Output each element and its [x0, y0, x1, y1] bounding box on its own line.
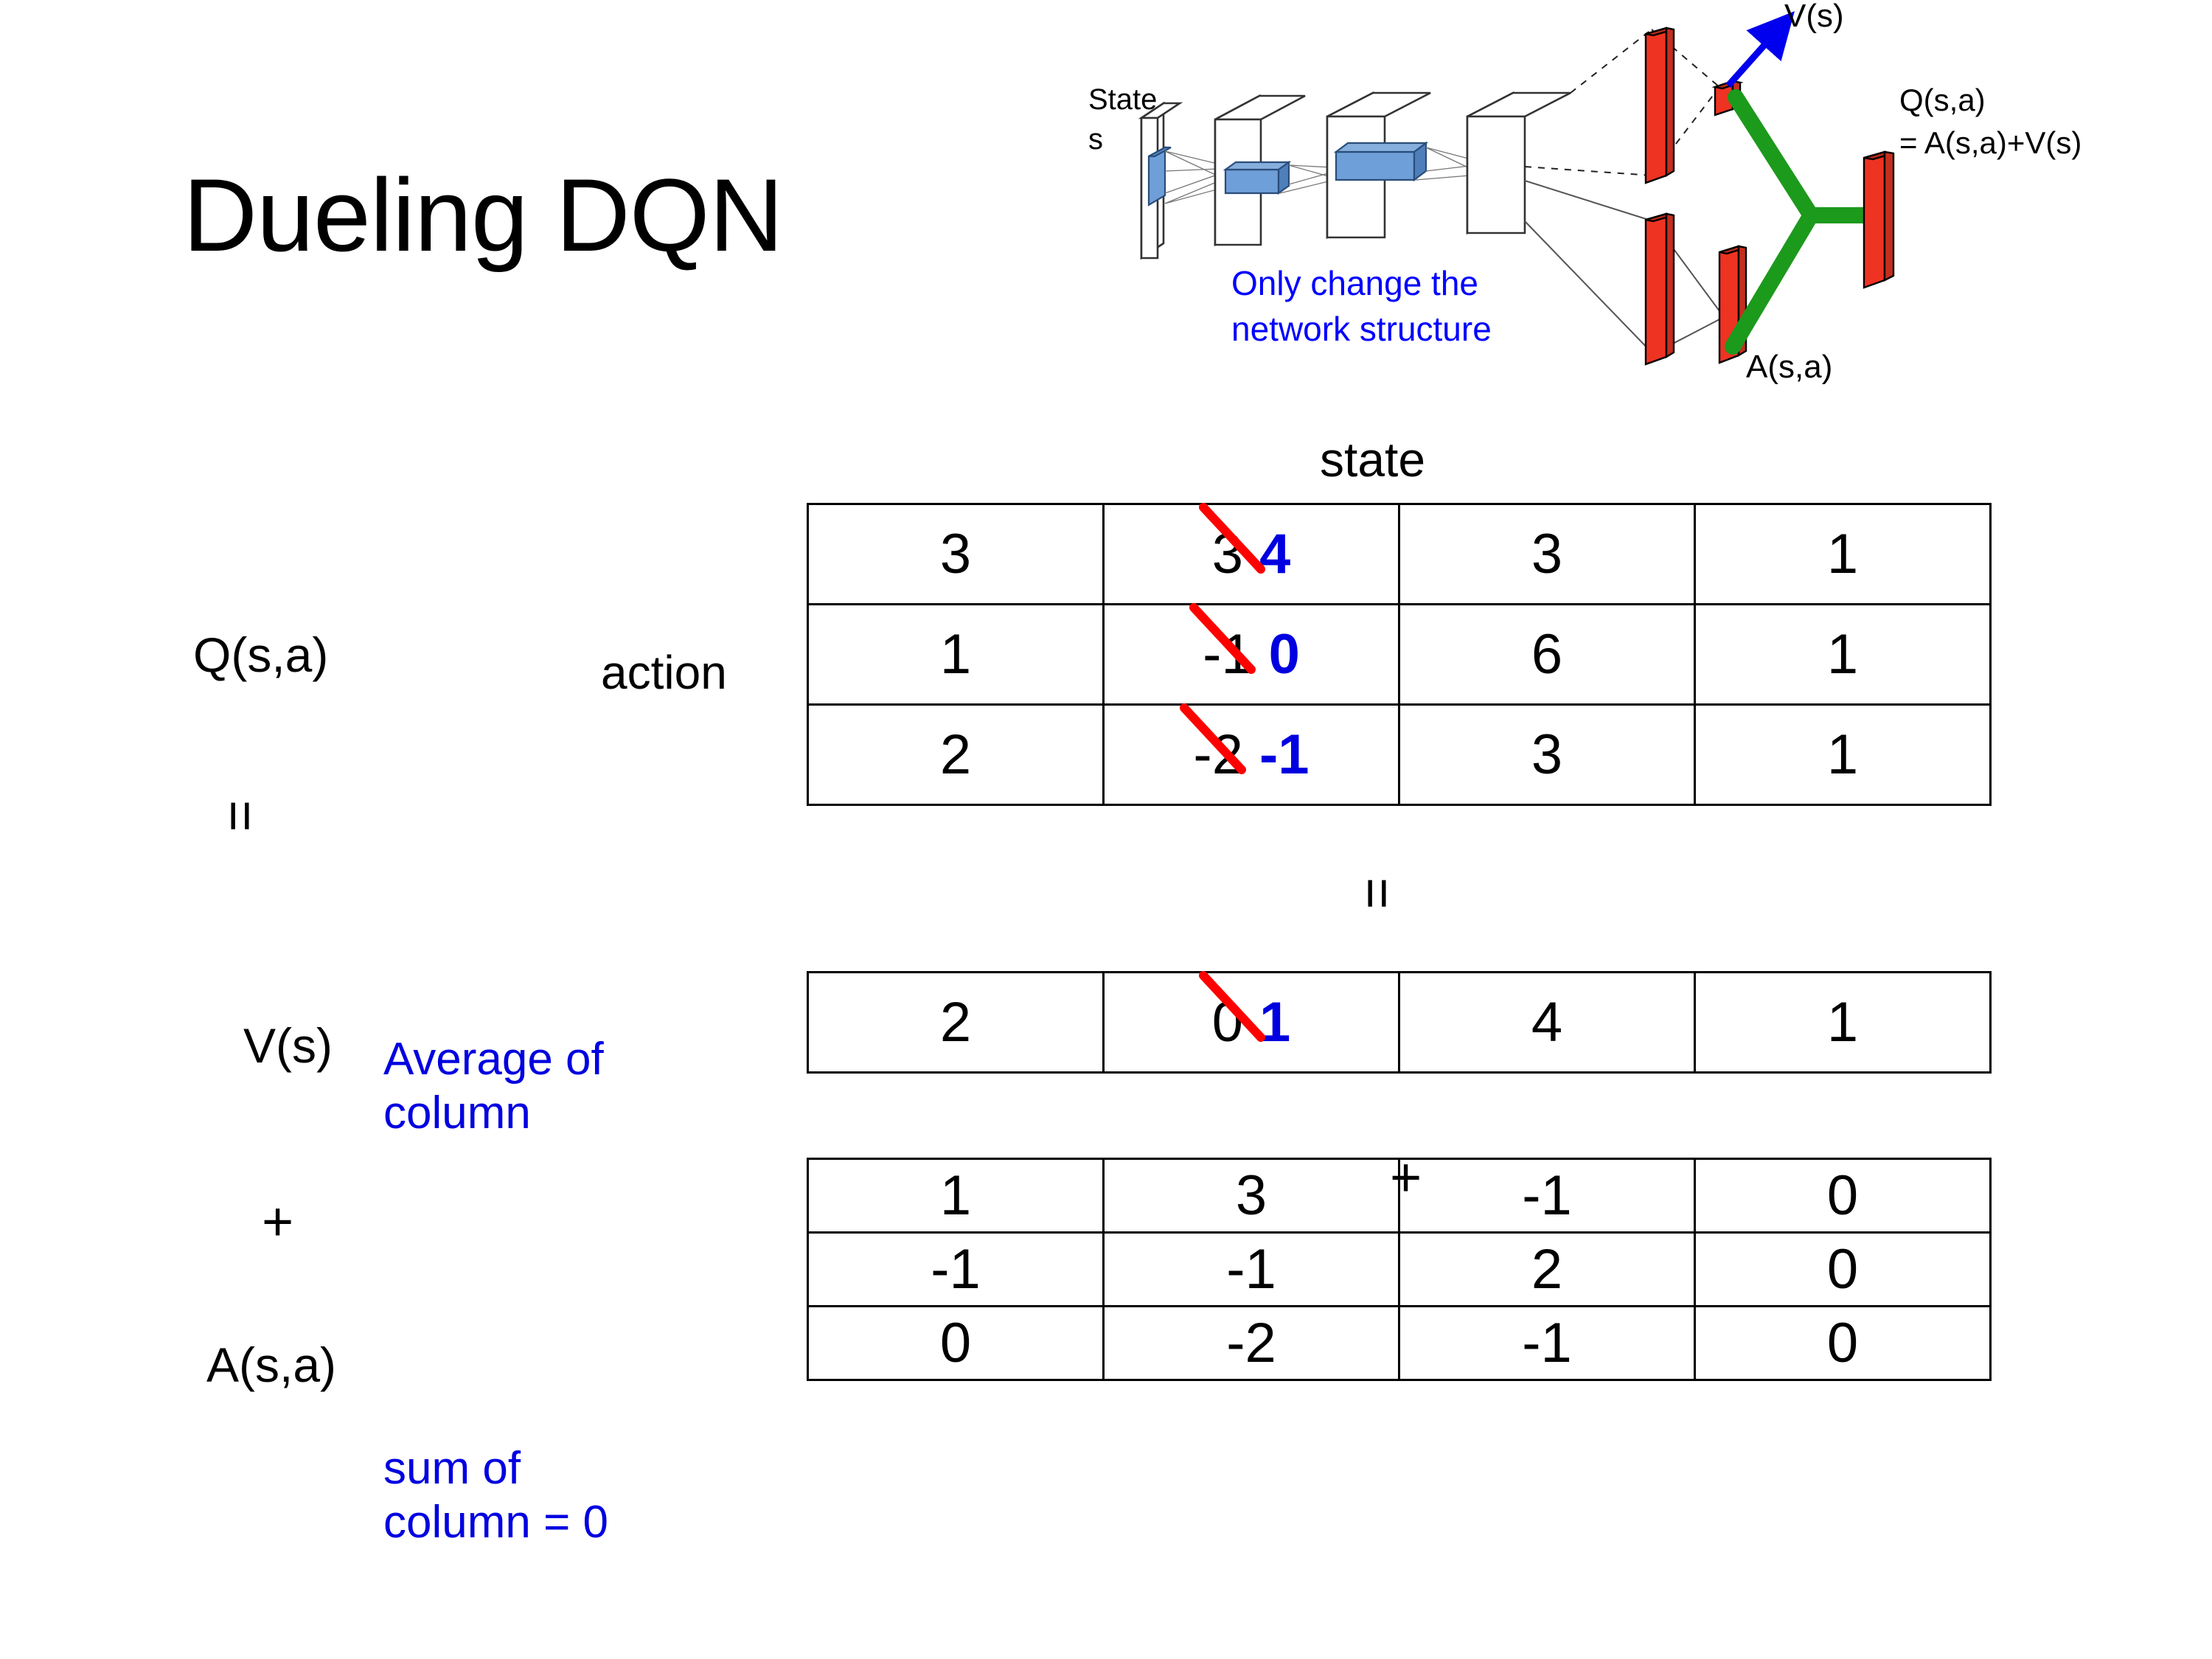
table-row: -1 -1 2 0	[807, 1231, 1992, 1307]
new-value: 1	[1259, 991, 1291, 1054]
cell-value: -1	[1522, 1164, 1572, 1227]
table-cell: 1	[1694, 603, 1992, 706]
cell-value: 1	[1826, 991, 1859, 1054]
cell-value: 0	[1826, 1164, 1859, 1227]
cell-value: 2	[939, 723, 972, 786]
table-cell: -2-1	[1102, 703, 1400, 806]
equals-sign-middle: =	[1347, 877, 1408, 910]
cell-value: -1	[1226, 1238, 1276, 1301]
cell-value: 3	[1235, 1164, 1267, 1227]
table-row: 1 3 -1 0	[807, 1158, 1992, 1234]
v-function-label: V(s)	[243, 1018, 333, 1073]
table-cell: 1	[807, 603, 1105, 706]
table-cell: 0	[807, 1305, 1105, 1381]
q-function-label: Q(s,a)	[193, 627, 329, 682]
table-cell: 3	[1398, 503, 1696, 605]
old-value-struck: 0	[1198, 971, 1265, 1054]
table-cell: -1	[807, 1231, 1105, 1307]
cell-value: 4	[1531, 991, 1563, 1054]
diagram-note-line2: network structure	[1231, 310, 1492, 348]
new-value: 0	[1268, 623, 1300, 686]
table-row: 0 -2 -1 0	[807, 1305, 1992, 1381]
table-row: 2 -2-1 3 1	[807, 703, 1992, 806]
cell-value: 0	[1826, 1238, 1859, 1301]
old-value-struck: -2	[1180, 703, 1247, 787]
cell-value: 3	[939, 523, 972, 585]
table-cell: -1	[1398, 1305, 1696, 1381]
table-cell: 1	[1694, 703, 1992, 806]
plus-sign-left: +	[262, 1191, 294, 1252]
strikethrough-icon	[1189, 603, 1256, 674]
sum-of-column-note: sum of column = 0	[383, 1443, 609, 1548]
old-value-struck: -1	[1189, 603, 1256, 686]
table-cell: 3	[1102, 1158, 1400, 1234]
table-cell: 1	[1694, 503, 1992, 605]
table-cell: -1	[1398, 1158, 1696, 1234]
strikethrough-icon	[1180, 703, 1247, 774]
cell-value: 2	[1531, 1238, 1563, 1301]
page-title: Dueling DQN	[183, 157, 784, 273]
old-value-struck: 3	[1198, 503, 1265, 586]
advantage-value-table: 1 3 -1 0 -1 -1 2 0 0 -2 -1 0	[807, 1158, 1992, 1381]
cell-value: -1	[931, 1238, 981, 1301]
cell-value: 6	[1531, 623, 1563, 686]
table-cell: 0	[1694, 1158, 1992, 1234]
action-axis-label: action	[601, 646, 727, 699]
cell-value: -1	[1522, 1312, 1572, 1374]
cell-value: 2	[939, 991, 972, 1054]
cell-value: 0	[939, 1312, 972, 1374]
svg-text:s: s	[1088, 123, 1103, 156]
diagram-advantage-label: A(s,a)	[1746, 349, 1832, 385]
table-cell: 2	[807, 703, 1105, 806]
average-of-column-note: Average of column	[383, 1034, 604, 1139]
table-cell: 2	[807, 971, 1105, 1074]
cell-value: 1	[1826, 523, 1859, 585]
cell-value: 1	[1826, 623, 1859, 686]
table-cell: 3	[807, 503, 1105, 605]
cell-value: 1	[939, 1164, 972, 1227]
table-cell: 6	[1398, 603, 1696, 706]
diagram-note-line1: Only change the	[1231, 264, 1478, 302]
table-cell: 3	[1398, 703, 1696, 806]
table-cell: -1	[1102, 1231, 1400, 1307]
diagram-value-label: V(s)	[1784, 0, 1844, 34]
state-axis-label: state	[1320, 432, 1426, 487]
diagram-q-label-line2: = A(s,a)+V(s)	[1899, 125, 2081, 160]
table-cell: 0	[1694, 1231, 1992, 1307]
new-value: -1	[1259, 723, 1310, 786]
diagram-q-label-line1: Q(s,a)	[1899, 83, 1986, 117]
cell-value: 3	[1531, 723, 1563, 786]
cell-value: 0	[1826, 1312, 1859, 1374]
table-cell: 1	[1694, 971, 1992, 1074]
table-cell: 0	[1694, 1305, 1992, 1381]
equals-sign-left: =	[210, 800, 271, 832]
cell-value: 1	[1826, 723, 1859, 786]
cell-value: -2	[1226, 1312, 1276, 1374]
a-function-label: A(s,a)	[206, 1338, 337, 1392]
dueling-dqn-architecture-diagram: State s V(s) A(s,a) Q(s,a) = A(s,a)+V(s)…	[1084, 0, 2212, 413]
diagram-state-label: State	[1088, 83, 1157, 116]
table-cell: 2	[1398, 1231, 1696, 1307]
cell-value: 3	[1531, 523, 1563, 585]
table-cell: -2	[1102, 1305, 1400, 1381]
table-cell: 4	[1398, 971, 1696, 1074]
table-cell: 1	[807, 1158, 1105, 1234]
cell-value: 1	[939, 623, 972, 686]
new-value: 4	[1259, 523, 1291, 585]
